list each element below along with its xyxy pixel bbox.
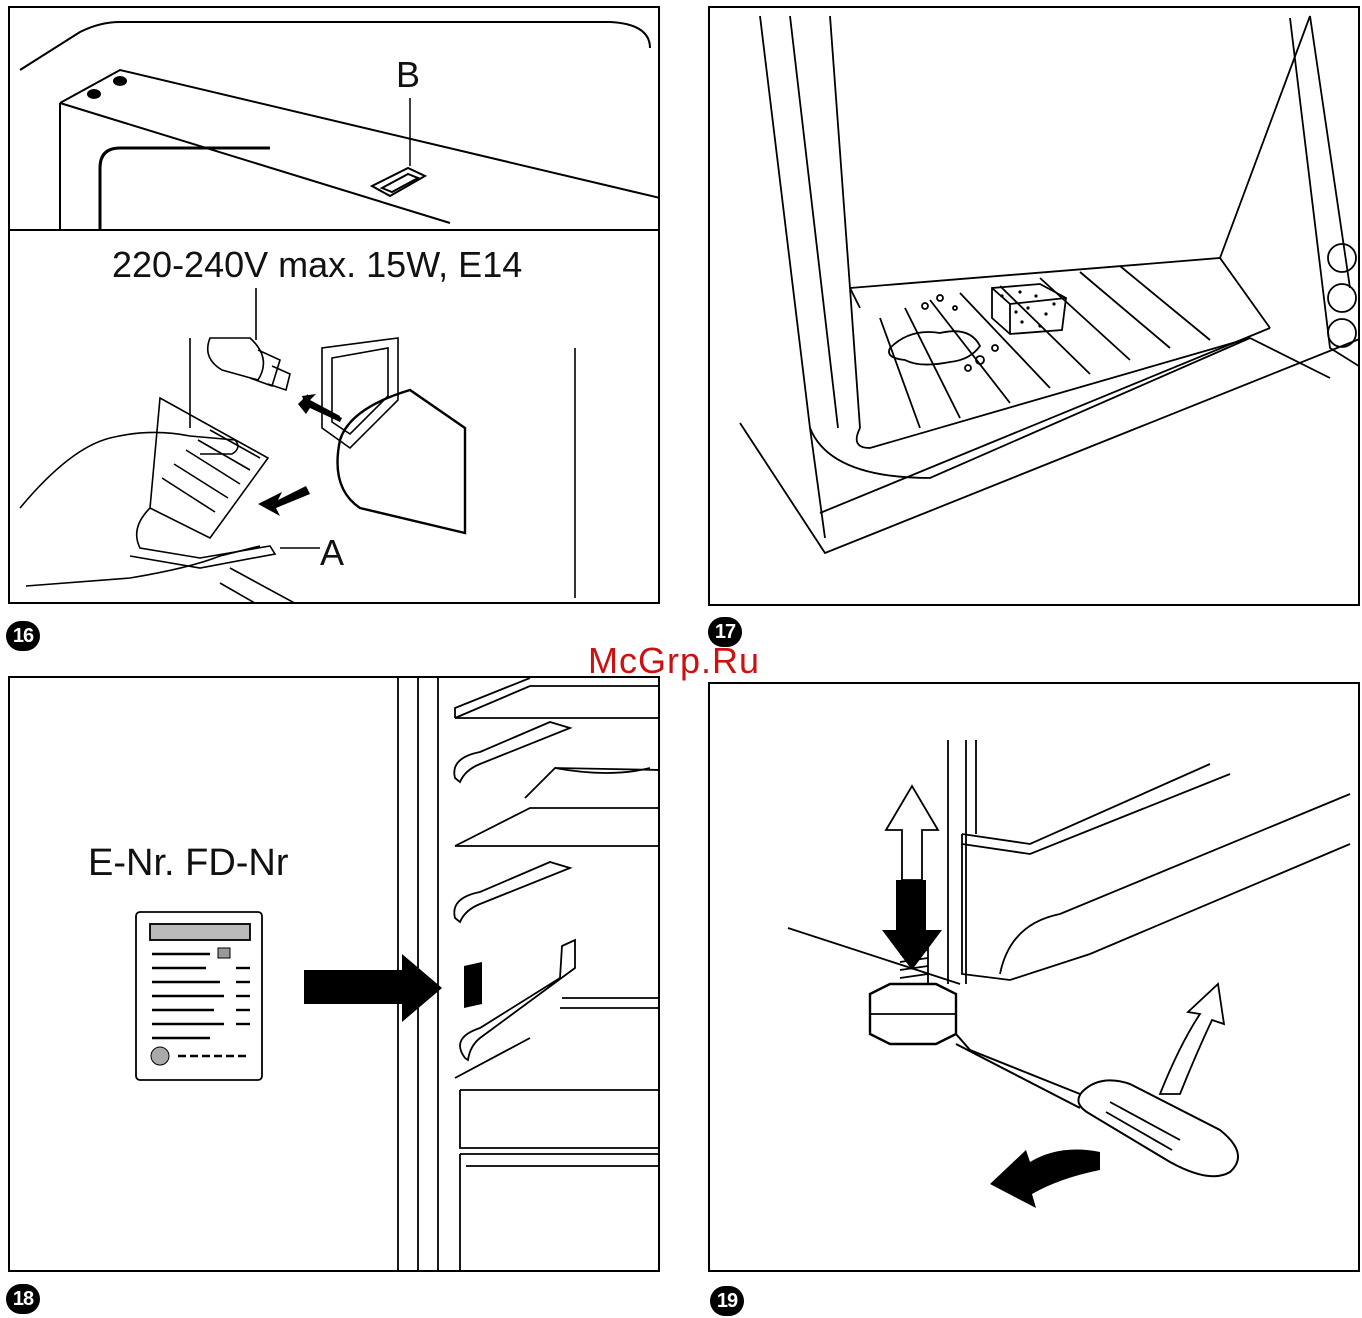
rating-plate-illustration xyxy=(10,678,660,1272)
figure-16-number: 16 xyxy=(6,621,40,651)
lamp-replacement-illustration xyxy=(10,8,660,604)
figure-17-panel xyxy=(708,6,1360,606)
label-b: B xyxy=(396,54,420,96)
freezer-cleaning-illustration xyxy=(710,8,1360,606)
levelling-foot-illustration xyxy=(710,684,1360,1272)
figure-16-panel: B 220-240V max. 15W, E14 A xyxy=(8,6,660,604)
lamp-spec-text: 220-240V max. 15W, E14 xyxy=(112,244,522,286)
figure-19-panel xyxy=(708,682,1360,1272)
e-nr-fd-nr-label: E-Nr. FD-Nr xyxy=(88,842,289,885)
label-a: A xyxy=(320,532,344,574)
figure-18-panel: E-Nr. FD-Nr xyxy=(8,676,660,1272)
figure-19-number: 19 xyxy=(710,1286,744,1316)
figure-18-number: 18 xyxy=(6,1284,40,1314)
